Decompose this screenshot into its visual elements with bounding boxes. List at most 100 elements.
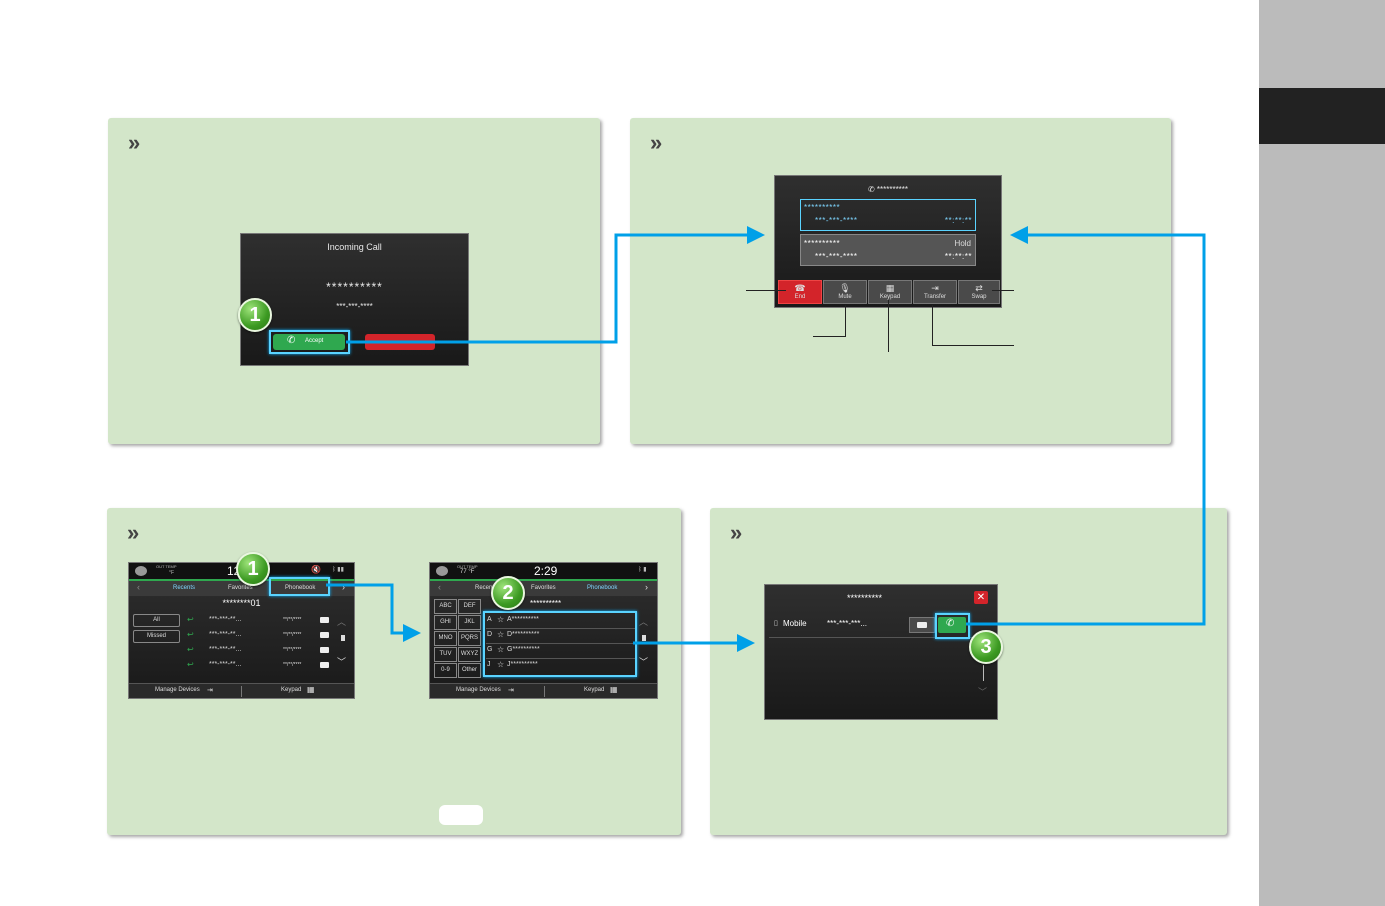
mute-button[interactable]: 🎙Mute — [823, 280, 867, 304]
message-icon[interactable] — [320, 662, 329, 668]
tab-forward-chevron-icon[interactable]: › — [645, 582, 648, 592]
transfer-icon: ⇥ — [931, 283, 939, 293]
manage-devices-button[interactable]: Manage Devices — [155, 687, 200, 693]
list-item[interactable]: G ☆ G********** — [486, 644, 636, 659]
callout-line-mute-v — [845, 305, 846, 337]
scrollbar[interactable] — [642, 635, 646, 641]
list-item[interactable]: D ☆ D********** — [486, 629, 636, 644]
close-button[interactable]: ✕ — [974, 591, 988, 604]
callout-line-keypad — [888, 300, 889, 352]
tab-recents[interactable]: Recents — [475, 585, 498, 591]
keypad-button[interactable]: ▦Keypad — [868, 280, 912, 304]
message-button[interactable] — [909, 617, 935, 633]
incoming-call-icon: ↩ — [187, 645, 194, 654]
end-call-button[interactable]: ☎End — [778, 280, 822, 304]
index-ghi[interactable]: GHI — [434, 615, 457, 630]
favorite-star-icon[interactable]: ☆ — [497, 645, 505, 654]
scroll-down-icon[interactable]: ﹀ — [978, 687, 988, 697]
scroll-up-icon[interactable]: ︿ — [337, 617, 347, 627]
chevron-right-icon: » — [128, 130, 141, 155]
favorite-star-icon[interactable]: ☆ — [497, 630, 505, 639]
filter-missed[interactable]: Missed — [133, 630, 180, 643]
scrollbar[interactable] — [983, 665, 984, 681]
tab-back-chevron-icon[interactable]: ‹ — [438, 582, 441, 592]
tab-favorites[interactable]: Favorites — [531, 585, 556, 591]
favorite-star-icon[interactable]: ☆ — [497, 660, 505, 669]
devices-icon: ⇥ — [207, 687, 213, 694]
phonebook-tab-highlight — [269, 577, 330, 596]
recents-contact: ********01 — [222, 598, 261, 608]
scroll-down-icon[interactable]: ﹀ — [337, 657, 347, 667]
call-button[interactable]: ✆ — [938, 617, 966, 633]
list-item[interactable]: ↩ ***-***-**... **/**/**** — [185, 644, 335, 658]
keypad-icon: ▦ — [885, 283, 895, 293]
list-item[interactable]: J ☆ J********** — [487, 660, 538, 669]
tab-phonebook[interactable]: Phonebook — [285, 585, 316, 591]
step-badge-2: 2 — [491, 576, 525, 610]
index-def[interactable]: DEF — [458, 599, 481, 614]
list-item[interactable]: ↩ ***-***-**... **/**/**** — [185, 659, 335, 673]
index-jkl[interactable]: JKL — [458, 615, 481, 630]
vehicle-logo-icon — [135, 566, 147, 576]
callout-line-swap — [992, 290, 1014, 291]
side-index-tab-active — [1259, 88, 1385, 144]
tab-back-chevron-icon[interactable]: ‹ — [137, 582, 140, 592]
phonebook-header: ********** — [530, 599, 562, 608]
contact-list-highlight — [483, 611, 637, 677]
scrollbar[interactable] — [341, 635, 345, 641]
tab-recents[interactable]: Recents — [173, 585, 196, 591]
volume-mute-icon: 🔇 — [311, 565, 321, 574]
phone-type-label: Mobile — [783, 619, 807, 628]
manage-devices-button[interactable]: Manage Devices — [456, 687, 501, 693]
step-badge-1: 1 — [238, 298, 272, 332]
status-bar: OUT TEMP 77 °F 2:29 ᛒ ▮ — [430, 563, 657, 579]
mobile-phone-icon: ▯ — [774, 620, 778, 627]
filter-all[interactable]: All — [133, 614, 180, 627]
scroll-down-icon[interactable]: ﹀ — [639, 657, 649, 667]
phonebook-screen: OUT TEMP 77 °F 2:29 ᛒ ▮ ‹ Recents Favori… — [429, 562, 658, 699]
incoming-call-icon: ↩ — [187, 660, 194, 669]
list-item[interactable]: ↩ ***-***-**... **/**/**** — [185, 629, 335, 643]
tab-phonebook[interactable]: Phonebook — [587, 585, 618, 591]
index-other[interactable]: Other — [458, 663, 481, 678]
footer-keypad-button[interactable]: Keypad — [281, 687, 302, 693]
footer-keypad-button[interactable]: Keypad — [584, 687, 605, 693]
footer-bar: Manage Devices ⇥ Keypad ▦ — [129, 683, 354, 698]
close-icon: ✕ — [976, 592, 986, 603]
list-item[interactable]: A ☆ A********** — [486, 614, 636, 629]
index-0-9[interactable]: 0-9 — [434, 663, 457, 678]
keypad-icon: ▦ — [307, 685, 315, 694]
decline-button[interactable] — [365, 334, 435, 350]
scroll-up-icon[interactable]: ︿ — [639, 617, 649, 627]
contact-detail-screen: ********** ✕ ▯ Mobile ***-***-***... ✆ ﹀ — [764, 584, 998, 720]
held-line[interactable]: ********** Hold ***-***-**** **:**:** — [800, 234, 976, 266]
accept-highlight — [269, 330, 350, 354]
side-index-strip — [1259, 0, 1385, 906]
favorite-star-icon[interactable]: ☆ — [497, 615, 505, 624]
message-icon[interactable] — [320, 617, 329, 623]
callout-line-transfer — [932, 345, 1014, 346]
caller-name: ********** — [326, 280, 383, 294]
message-icon[interactable] — [320, 632, 329, 638]
index-abc[interactable]: ABC — [434, 599, 457, 614]
active-line[interactable]: ********** ***-***-**** **:**:** — [800, 199, 976, 231]
incoming-call-icon: ↩ — [187, 615, 194, 624]
keypad-icon: ▦ — [610, 685, 618, 694]
contact-name: ********** — [847, 593, 883, 603]
tab-favorites[interactable]: Favorites — [228, 585, 253, 591]
tab-forward-chevron-icon[interactable]: › — [342, 582, 345, 592]
accept-button[interactable]: ✆ Accept — [273, 334, 345, 350]
index-wxyz[interactable]: WXYZ — [458, 647, 481, 662]
list-item[interactable]: ↩ ***-***-**... **/**/**** — [185, 614, 335, 628]
microphone-icon: 🎙 — [839, 283, 851, 293]
row-divider — [769, 637, 975, 638]
index-pqrs[interactable]: PQRS — [458, 631, 481, 646]
step-badge-1: 1 — [236, 552, 270, 586]
call-button-highlight — [935, 613, 970, 639]
message-icon[interactable] — [320, 647, 329, 653]
swap-button[interactable]: ⇄Swap — [958, 280, 1000, 304]
index-tuv[interactable]: TUV — [434, 647, 457, 662]
footer-divider — [241, 686, 242, 697]
index-mno[interactable]: MNO — [434, 631, 457, 646]
transfer-button[interactable]: ⇥Transfer — [913, 280, 957, 304]
